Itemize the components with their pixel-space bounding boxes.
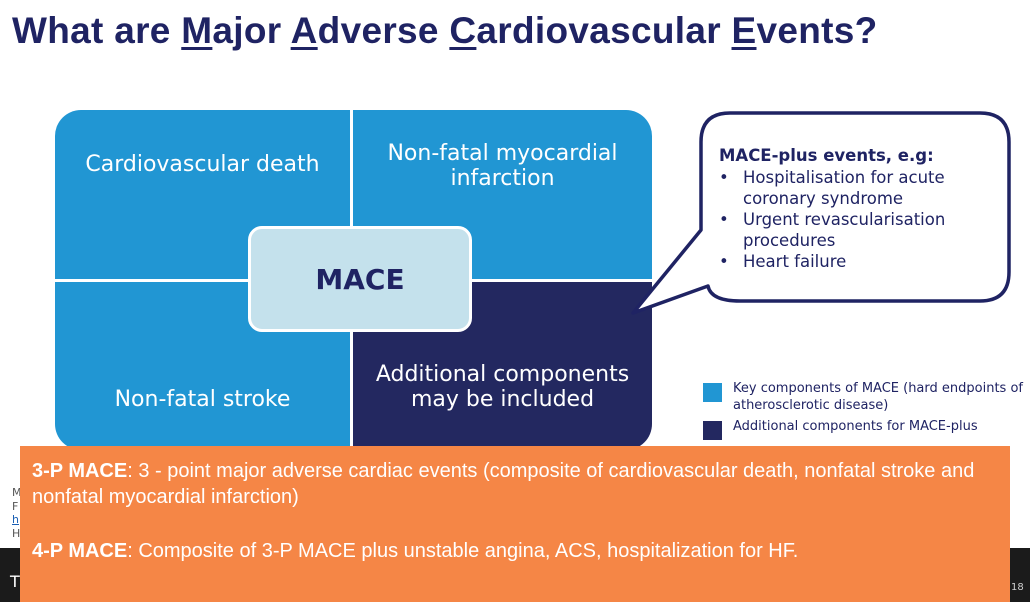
title-text: dverse <box>317 10 450 51</box>
quadrant-label: Non-fatal myocardial infarction <box>387 141 618 191</box>
callout-item: Hospitalisation for acute coronary syndr… <box>719 167 989 209</box>
legend-swatch-navy <box>703 421 722 440</box>
legend-swatch-light-blue <box>703 383 722 402</box>
title-letter-c: C <box>449 10 477 51</box>
callout-item: Urgent revascularisation procedures <box>719 209 989 251</box>
title-text: vents? <box>756 10 878 51</box>
legend-key-components: Key components of MACE (hard endpoints o… <box>703 380 1023 414</box>
definition-term: 4-P MACE <box>32 540 128 562</box>
callout-content: MACE-plus events, e.g: Hospitalisation f… <box>719 145 989 272</box>
slide-title: What are Major Adverse Cardiovascular Ev… <box>12 10 878 52</box>
definition-text: : 3 - point major adverse cardiac events… <box>32 460 975 508</box>
legend-label: Key components of MACE (hard endpoints o… <box>733 381 1023 413</box>
definition-4p-mace: 4-P MACE: Composite of 3-P MACE plus uns… <box>32 538 996 564</box>
quadrant-cardiovascular-death: Cardiovascular death <box>55 110 350 279</box>
callout-item: Heart failure <box>719 251 989 272</box>
legend-label: Additional components for MACE-plus <box>733 419 978 434</box>
title-letter-a: A <box>290 10 318 51</box>
title-letter-e: E <box>731 10 757 51</box>
quadrant-label: Non-fatal stroke <box>114 386 291 412</box>
callout-list: Hospitalisation for acute coronary syndr… <box>719 167 989 272</box>
reference-fragment: M <box>12 486 22 499</box>
definition-3p-mace: 3-P MACE: 3 - point major adverse cardia… <box>32 458 996 510</box>
definition-term: 3-P MACE <box>32 460 128 482</box>
title-text: ajor <box>212 10 291 51</box>
title-letter-m: M <box>181 10 213 51</box>
callout-heading: MACE-plus events, e.g: <box>719 146 934 165</box>
title-text: What are <box>12 10 182 51</box>
page-number: 18 <box>1011 582 1024 593</box>
quadrant-nonfatal-stroke: Non-fatal stroke <box>55 282 350 450</box>
title-text: ardiovascular <box>476 10 732 51</box>
quadrant-label: Additional components may be included <box>375 362 630 412</box>
mace-quadrant-grid: Cardiovascular death Non-fatal myocardia… <box>55 110 652 450</box>
reference-fragment: H <box>12 527 21 540</box>
reference-link-fragment[interactable]: h <box>12 513 19 526</box>
mace-label: MACE <box>315 262 405 296</box>
footer-text: T <box>10 572 20 591</box>
mace-center-box: MACE <box>248 226 472 332</box>
quadrant-label: Cardiovascular death <box>85 152 320 177</box>
definition-overlay: 3-P MACE: 3 - point major adverse cardia… <box>20 446 1010 602</box>
reference-fragment: F <box>12 500 19 513</box>
legend-additional-components: Additional components for MACE-plus <box>703 418 1023 440</box>
definition-text: : Composite of 3-P MACE plus unstable an… <box>127 540 799 562</box>
